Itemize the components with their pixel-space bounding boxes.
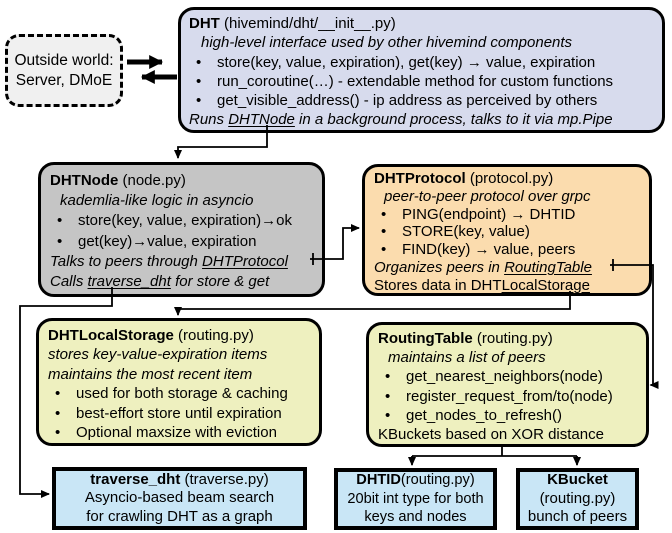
bullet-glyph: •	[381, 205, 387, 223]
dhtprotocol-box: DHTProtocol (protocol.py) peer-to-peer p…	[362, 164, 652, 296]
traverse-line2: Asyncio-based beam search	[84, 489, 275, 507]
bullet-glyph: •	[57, 212, 63, 230]
dhtprotocol-bullet-2: •STORE(key, value)	[374, 223, 640, 241]
routingtable-box: RoutingTable (routing.py) maintains a li…	[366, 322, 649, 447]
outside-world-line2: Server, DMoE	[15, 71, 113, 89]
dhtprotocol-footer2: Stores data in DHTLocalStorage	[374, 276, 590, 294]
routingtable-footer: KBuckets based on XOR distance	[378, 426, 604, 444]
bullet-glyph: •	[385, 406, 391, 424]
dhtid-line2: 20bit int type for both	[347, 490, 484, 507]
storage-bullet-2: •best-effort store until expiration	[48, 404, 310, 423]
bullet-glyph: •	[381, 241, 387, 259]
dhtnode-bullet-2: •get(key)→value, expiration	[50, 232, 313, 252]
link-dhtprotocol: DHTProtocol	[202, 252, 288, 270]
traverse-name: traverse_dht	[90, 470, 181, 488]
storage-bullet-1: •used for both storage & caching	[48, 384, 310, 403]
traverse-file: (traverse.py)	[180, 470, 269, 488]
bullet-glyph: •	[55, 385, 61, 403]
dht-subtitle: high-level interface used by other hivem…	[201, 34, 573, 52]
bullet-glyph: •	[381, 223, 387, 241]
dht-box: DHT (hivemind/dht/__init__.py) high-leve…	[178, 7, 665, 133]
kbucket-line3: bunch of peers	[527, 508, 628, 526]
bullet-glyph: •	[196, 72, 202, 90]
link-dhtnode: DHTNode	[228, 111, 295, 129]
bullet-glyph: •	[385, 368, 391, 386]
storage-file: (routing.py)	[173, 327, 254, 344]
traverse-title: traverse_dht (traverse.py)	[56, 471, 303, 489]
outside-world-line1: Outside world:	[14, 51, 114, 69]
kbucket-name: KBucket	[547, 471, 608, 489]
dht-name: DHT	[189, 15, 220, 32]
dhtprotocol-bullet-1: •PING(endpoint) → DHTID	[374, 206, 640, 224]
storage-title: DHTLocalStorage (routing.py)	[48, 326, 310, 345]
dhtnode-bullet-1: •store(key, value, expiration)→ok	[50, 211, 313, 231]
dhtnode-box: DHTNode (node.py) kademlia-like logic in…	[38, 162, 325, 297]
dht-bullet-3: •get_visible_address() - ip address as p…	[189, 91, 654, 110]
dhtid-line3: keys and nodes	[364, 509, 467, 526]
dhtnode-footer2: Calls traverse_dht for store & get	[50, 273, 270, 291]
dhtid-title: DHTID(routing.py)	[338, 471, 493, 489]
traverse-dht-box: traverse_dht (traverse.py) Asyncio-based…	[52, 467, 307, 530]
routingtable-name: RoutingTable	[378, 330, 473, 347]
bullet-glyph: •	[196, 92, 202, 110]
dhtid-name: DHTID	[356, 472, 401, 489]
routingtable-subtitle: maintains a list of peers	[388, 349, 546, 367]
storage-name: DHTLocalStorage	[48, 327, 174, 344]
storage-subtitle2: maintains the most recent item	[48, 365, 253, 383]
dhtnode-title: DHTNode (node.py)	[50, 171, 313, 191]
bullet-glyph: •	[55, 404, 61, 422]
kbucket-file: (routing.py)	[539, 489, 616, 507]
dhtprotocol-subtitle: peer-to-peer protocol over grpc	[384, 187, 591, 205]
bullet-glyph: •	[196, 53, 202, 71]
link-traverse-dht: traverse_dht	[87, 273, 171, 291]
dht-file: (hivemind/dht/__init__.py)	[219, 15, 396, 32]
connector-routingtable-split	[412, 447, 577, 457]
dhtprotocol-name: DHTProtocol	[374, 170, 466, 187]
kbucket-title: KBucket	[520, 471, 635, 489]
dhtprotocol-title: DHTProtocol (protocol.py)	[374, 170, 640, 188]
routingtable-bullet-2: •register_request_from/to(node)	[378, 387, 637, 406]
dhtid-box: DHTID(routing.py) 20bit int type for bot…	[334, 468, 497, 530]
routingtable-bullet-1: •get_nearest_neighbors(node)	[378, 367, 637, 386]
bullet-glyph: •	[57, 232, 63, 250]
bullet-glyph: •	[55, 424, 61, 442]
storage-bullet-3: •Optional maxsize with eviction	[48, 423, 310, 442]
kbucket-box: KBucket (routing.py) bunch of peers	[516, 468, 639, 530]
dht-bullet-2: •run_coroutine(…) - extendable method fo…	[189, 72, 654, 91]
dhtnode-subtitle: kademlia-like logic in asyncio	[60, 192, 254, 210]
dht-bullet-1: •store(key, value, expiration), get(key)…	[189, 53, 654, 72]
dhtnode-file: (node.py)	[118, 172, 186, 189]
traverse-line3: for crawling DHT as a graph	[86, 507, 273, 525]
bullet-glyph: •	[385, 387, 391, 405]
routingtable-bullet-3: •get_nodes_to_refresh()	[378, 406, 637, 425]
dhtlocalstorage-box: DHTLocalStorage (routing.py) stores key-…	[36, 318, 322, 446]
outside-world-box: Outside world: Server, DMoE	[5, 34, 123, 107]
link-routingtable: RoutingTable	[504, 258, 592, 276]
dht-title: DHT (hivemind/dht/__init__.py)	[189, 14, 654, 33]
routingtable-title: RoutingTable (routing.py)	[378, 329, 637, 348]
dhtid-file: (routing.py)	[400, 472, 475, 489]
dht-footer: Runs DHTNode in a background process, ta…	[189, 111, 613, 129]
dhtprotocol-bullet-3: •FIND(key) → value, peers	[374, 241, 640, 259]
dhtprotocol-file: (protocol.py)	[465, 170, 554, 187]
dhtnode-footer1: Talks to peers through DHTProtocol	[50, 252, 288, 270]
storage-subtitle1: stores key-value-expiration items	[48, 346, 268, 364]
dhtprotocol-footer1: Organizes peers in RoutingTable	[374, 258, 592, 276]
dhtnode-name: DHTNode	[50, 172, 119, 189]
routingtable-file: (routing.py)	[472, 330, 553, 347]
link-localstorage: LocalStorage	[501, 276, 590, 294]
